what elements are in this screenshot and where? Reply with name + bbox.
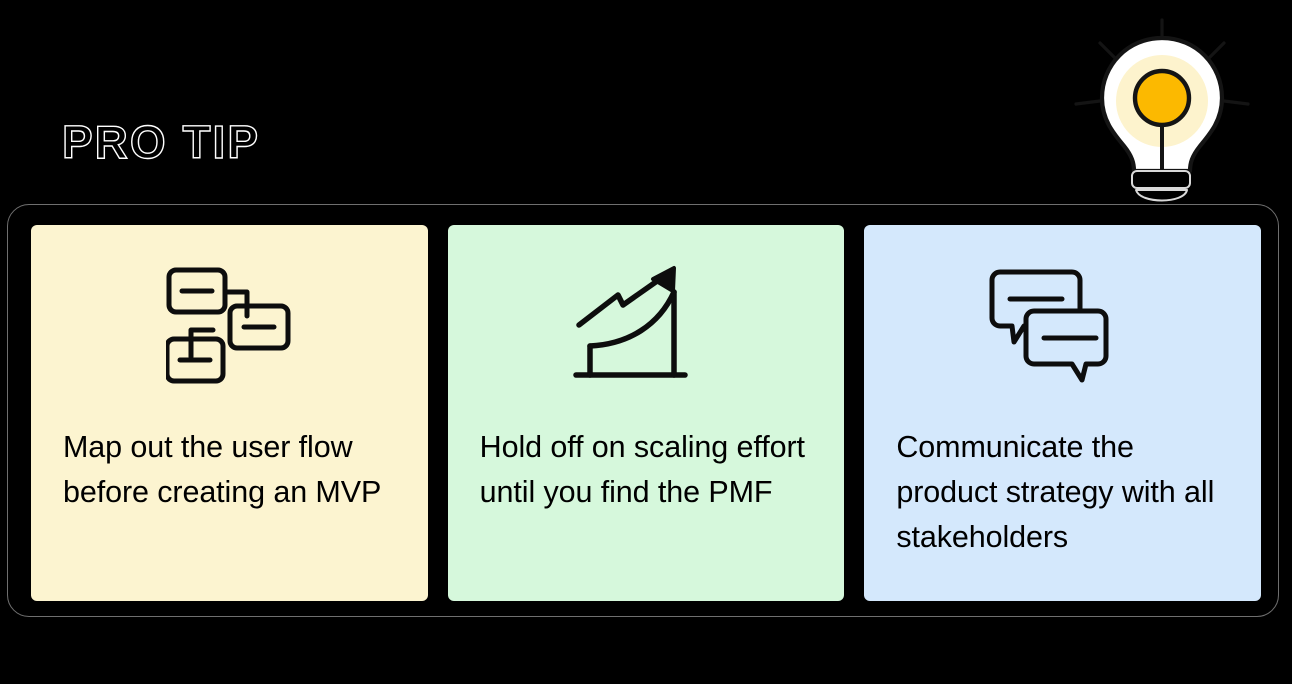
tip-card-text: Communicate the product strategy with al…	[896, 430, 1215, 554]
tip-card-text: Hold off on scaling effort until you fin…	[479, 430, 805, 509]
chat-bubbles-icon	[864, 225, 1261, 425]
growth-chart-icon	[448, 225, 845, 425]
cards-row: Map out the user flow before creating an…	[31, 225, 1262, 601]
tip-card-flowchart[interactable]: Map out the user flow before creating an…	[31, 225, 428, 601]
flowchart-icon	[31, 225, 428, 425]
cards-container: Map out the user flow before creating an…	[7, 204, 1279, 617]
tip-card-text: Map out the user flow before creating an…	[63, 430, 382, 509]
tip-card-communication[interactable]: Communicate the product strategy with al…	[864, 225, 1262, 601]
tip-card-growth[interactable]: Hold off on scaling effort until you fin…	[447, 225, 845, 601]
page-title: PRO TIP	[61, 116, 261, 168]
lightbulb-icon	[1064, 8, 1260, 208]
